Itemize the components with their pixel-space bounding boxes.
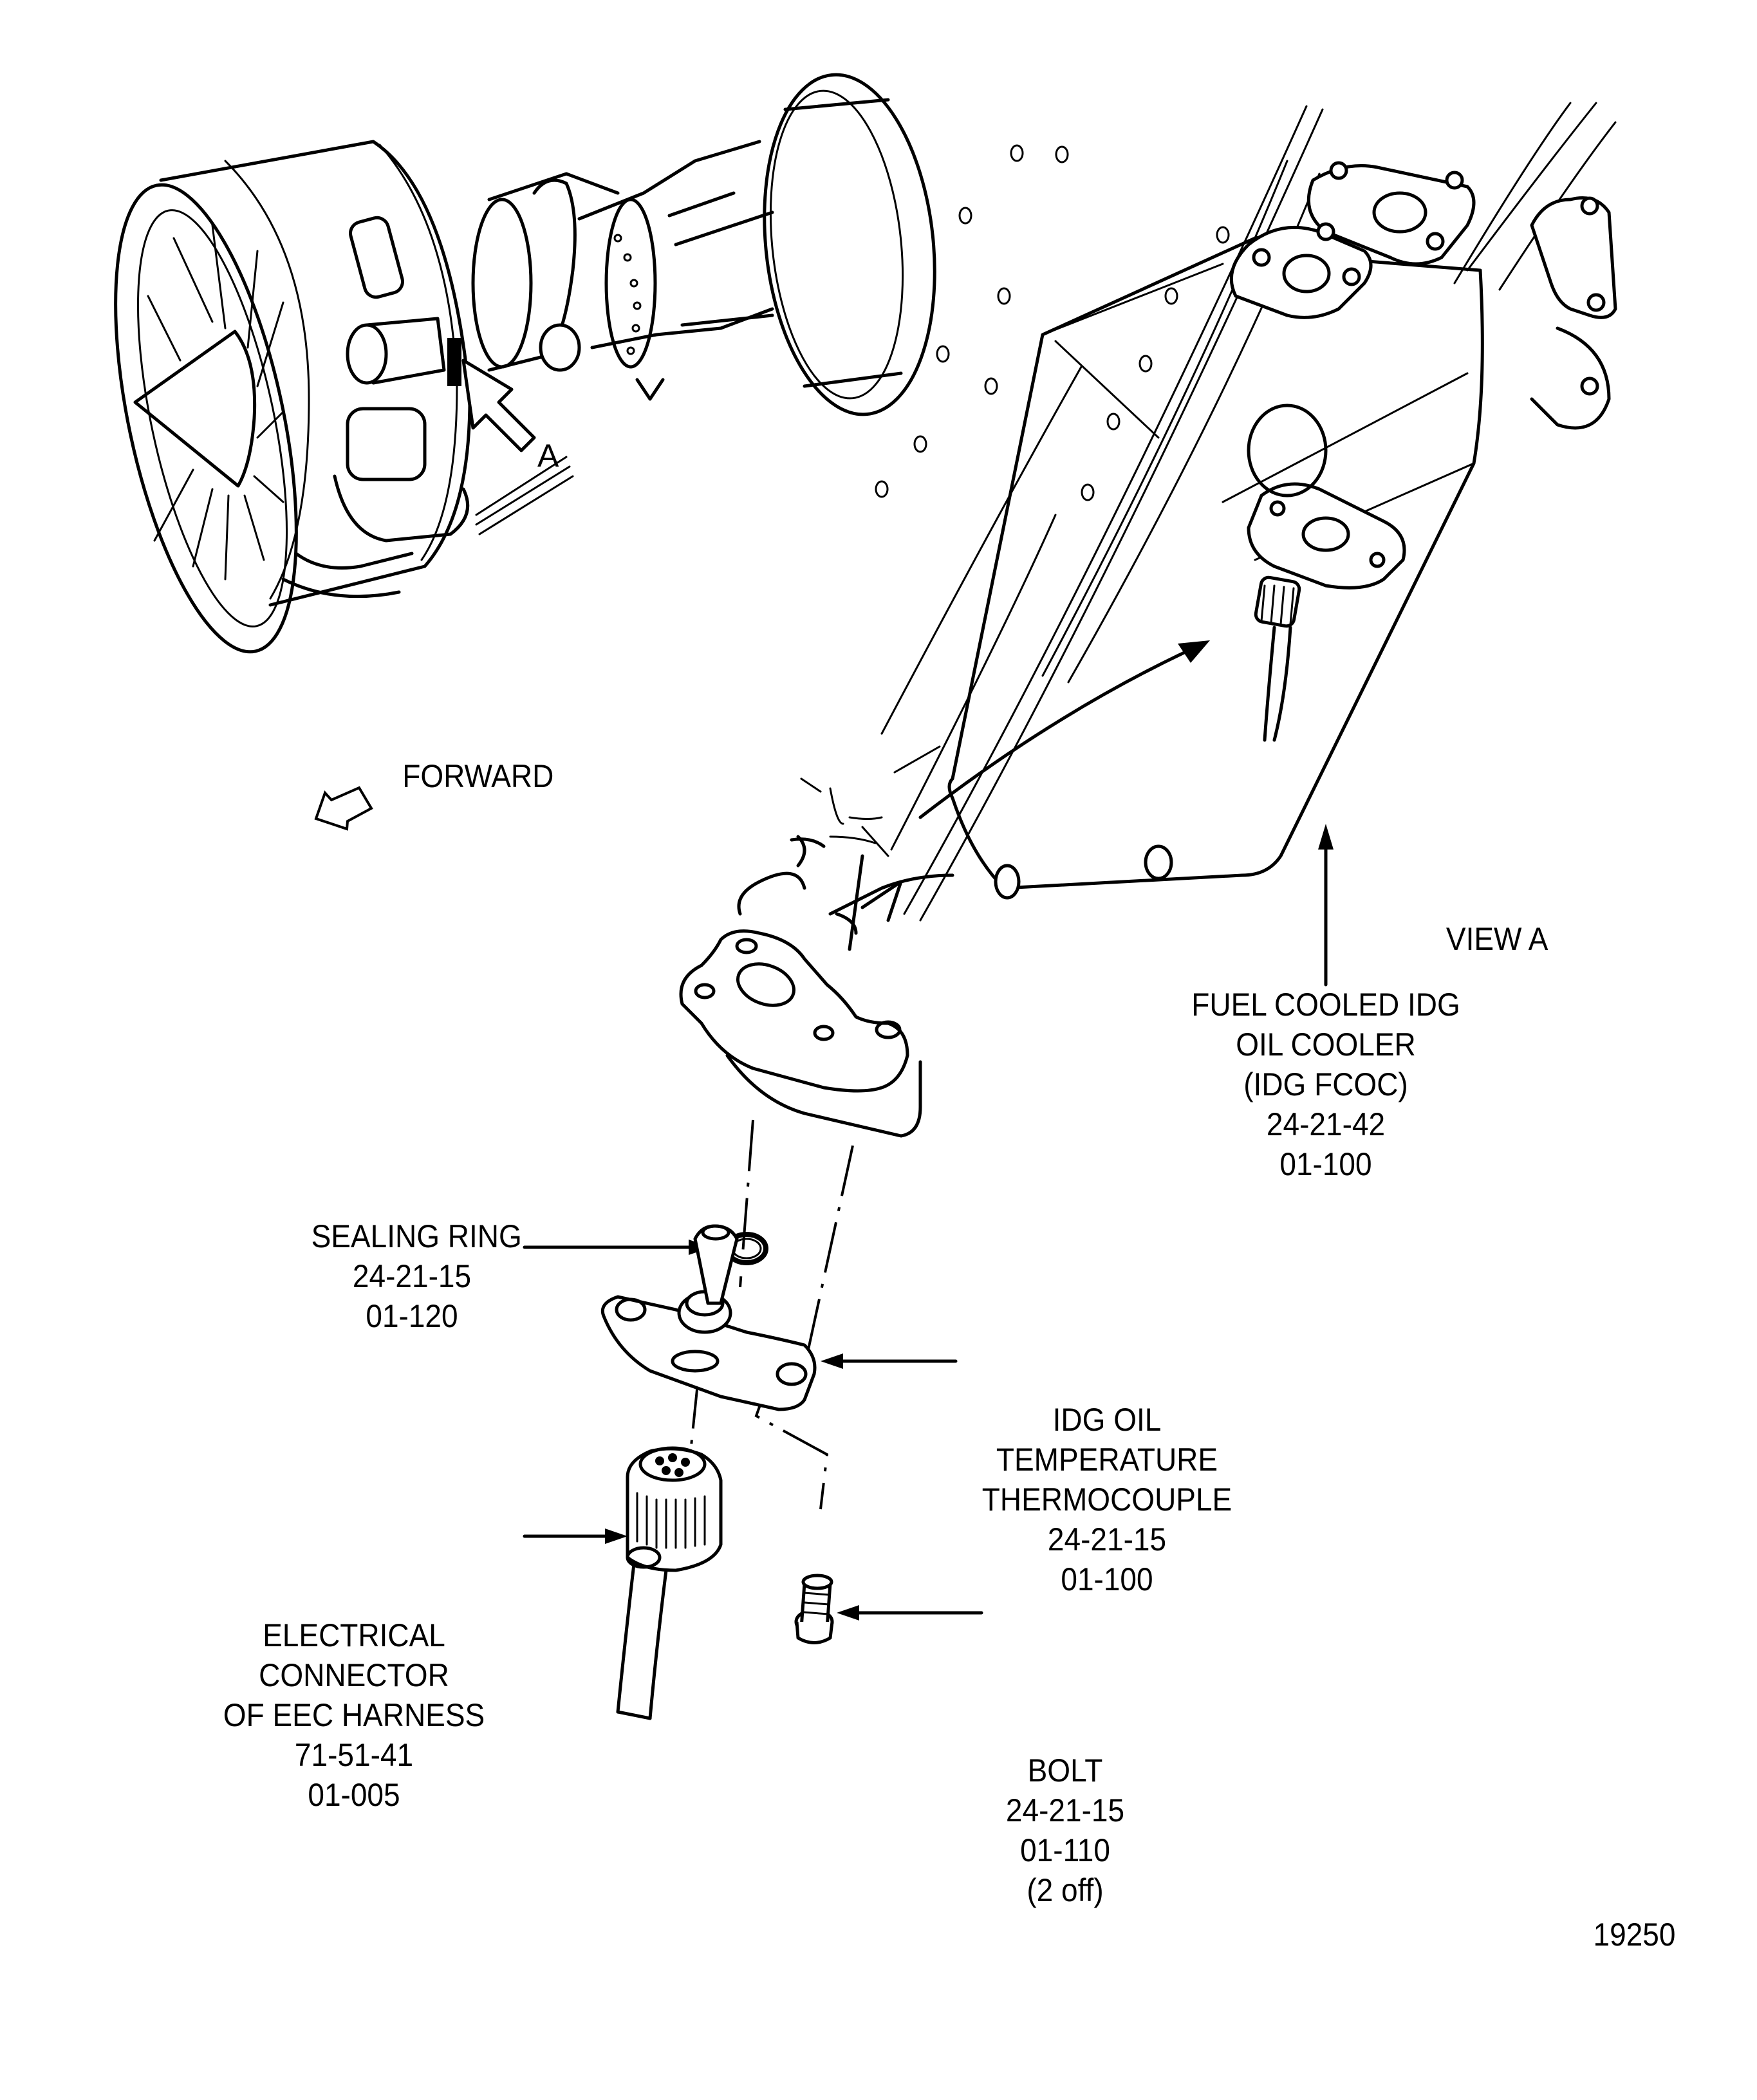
- figure-number: 19250: [1593, 1917, 1676, 1953]
- callout-line: IDG OIL: [1052, 1402, 1162, 1438]
- combustor-ring: [604, 198, 657, 369]
- view-a-marker: A: [537, 438, 559, 474]
- callout-bolt: BOLT 24-21-15 01-110 (2 off): [991, 1751, 1139, 1910]
- callout-line: 24-21-15: [1005, 1792, 1125, 1828]
- callout-line: 71-51-41: [294, 1737, 414, 1773]
- frame-rivets: [875, 144, 1230, 501]
- exhaust-nozzle: [763, 73, 936, 416]
- engine-mount-yoke: [532, 178, 577, 349]
- fan-case-seam: [224, 160, 310, 600]
- callout-thermocouple: IDG OIL TEMPERATURE THERMOCOUPLE 24-21-1…: [965, 1400, 1249, 1599]
- callout-line: 01-005: [308, 1777, 400, 1813]
- forward-label: FORWARD: [402, 758, 554, 794]
- cooler-foot: [994, 864, 1021, 900]
- callout-line: 24-21-42: [1266, 1106, 1386, 1142]
- callout-line: ELECTRICAL: [263, 1617, 445, 1653]
- core-flange: [471, 198, 533, 369]
- callout-line: THERMOCOUPLE: [981, 1482, 1232, 1518]
- cooler-foot: [1144, 844, 1173, 880]
- cooler-mounting-flange: [679, 929, 909, 1093]
- forward-direction-arrow-icon: [314, 786, 373, 831]
- combustor-holes: [613, 234, 642, 355]
- callout-line: BOLT: [1027, 1752, 1103, 1789]
- callout-line: 24-21-15: [352, 1258, 472, 1294]
- callout-line: TEMPERATURE: [996, 1442, 1218, 1478]
- fan-blades: [147, 224, 284, 581]
- view-a-detail: [875, 102, 1617, 987]
- case-pipe-end: [346, 323, 388, 385]
- assembly-centerline: [797, 1145, 854, 1397]
- callout-electrical-connector: ELECTRICAL CONNECTOR OF EEC HARNESS 71-5…: [194, 1615, 514, 1815]
- callout-sealing-ring: SEALING RING 24-21-15 01-120: [311, 1216, 522, 1336]
- component-location-marker: [447, 338, 461, 386]
- flange-bolts: [1252, 161, 1464, 286]
- cooler-side-bracket: [1530, 196, 1617, 319]
- assembly-centerline: [739, 1119, 754, 1288]
- view-a-pointer-arrow-icon: [461, 358, 536, 452]
- cooler-boss-section: [679, 745, 954, 1138]
- callout-line: 24-21-15: [1047, 1521, 1167, 1557]
- callout-line: 01-110: [1020, 1832, 1110, 1868]
- view-a-label: VIEW A: [1446, 921, 1548, 957]
- callout-line: SEALING RING: [311, 1218, 522, 1254]
- engine-overview: A: [114, 73, 936, 654]
- fan-inlet-inner: [136, 209, 288, 627]
- callout-line: 01-100: [1061, 1561, 1153, 1597]
- callout-line: 01-120: [366, 1298, 458, 1334]
- electrical-connector-part: [616, 1446, 723, 1720]
- installed-thermocouple-flange: [1247, 482, 1406, 590]
- connector-pins: [655, 1453, 690, 1477]
- fan-inlet-rim: [114, 183, 298, 654]
- callout-line: FUEL COOLED IDG: [1191, 987, 1460, 1023]
- view-a-connector-arrow: [918, 642, 1205, 819]
- callout-line: 01-100: [1279, 1146, 1372, 1182]
- callout-line: (2 off): [1027, 1872, 1104, 1908]
- bolt-part: [794, 1574, 834, 1644]
- callout-line: (IDG FCOC): [1243, 1066, 1408, 1102]
- accessory-gearbox: [346, 407, 427, 481]
- fan-spinner: [133, 330, 257, 488]
- callout-line: OF EEC HARNESS: [223, 1697, 485, 1733]
- callout-line: OIL COOLER: [1236, 1027, 1416, 1063]
- boss-cylinder-top: [737, 871, 806, 916]
- case-pipe: [349, 216, 404, 299]
- thermocouple-part: [600, 1224, 817, 1411]
- callout-fuel-cooled-oil-cooler: FUEL COOLED IDG OIL COOLER (IDG FCOC) 24…: [1166, 985, 1486, 1184]
- callout-line: CONNECTOR: [259, 1657, 449, 1693]
- installed-connector: [1254, 575, 1301, 742]
